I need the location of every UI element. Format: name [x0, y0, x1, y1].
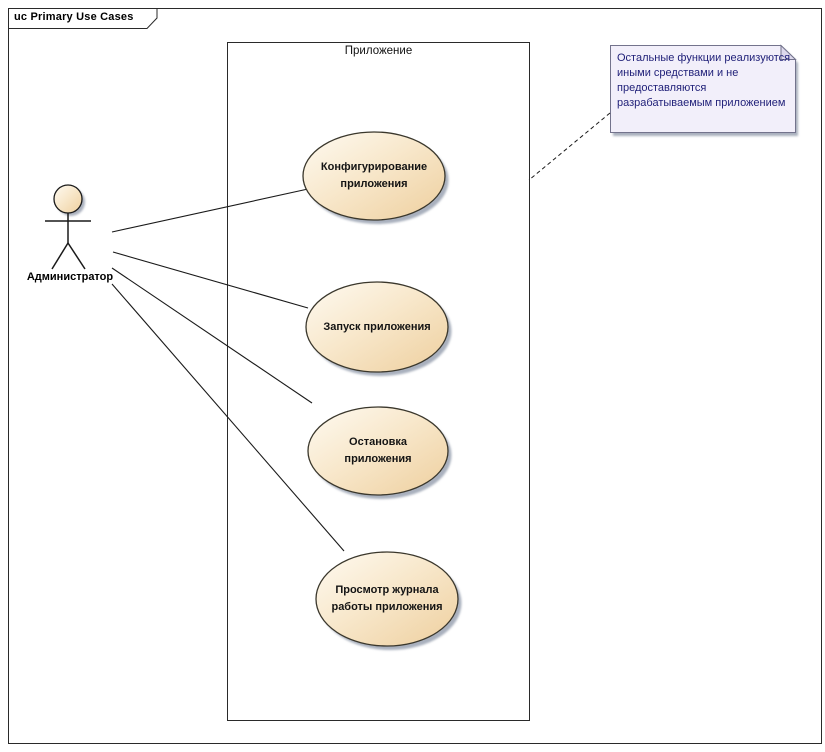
association-line-start[interactable] — [112, 251, 309, 309]
usecase-ellipse-stop-application[interactable] — [307, 406, 452, 499]
usecase-ellipse-view-application-log[interactable] — [315, 551, 462, 650]
note-line: иными средствами и не — [617, 67, 739, 79]
note-line: Остальные функции реализуются — [617, 52, 791, 64]
actor-head — [53, 184, 83, 214]
frame-title: uc Primary Use Cases — [14, 11, 134, 23]
usecase-label-line: Конфигурирование — [320, 161, 428, 173]
frame-tab — [8, 8, 158, 29]
usecase-label-line: Остановка — [349, 436, 407, 448]
association-line-configure[interactable] — [111, 188, 309, 233]
usecase-label-view-application-log: Просмотр журнала работы приложения — [317, 582, 457, 616]
usecase-label-line: приложения — [340, 178, 408, 190]
note-text: Остальные функции реализуются иными сред… — [617, 51, 791, 111]
usecase-label-line: Запуск приложения — [323, 321, 431, 333]
note-line: разрабатываемым приложением — [617, 97, 786, 109]
note-link-dashed-line[interactable] — [528, 112, 611, 181]
usecase-label-start-application: Запуск приложения — [307, 319, 447, 336]
note-line: предоставляются — [617, 82, 707, 94]
actor-right-leg — [67, 242, 86, 270]
usecase-label-stop-application: Остановка приложения — [308, 434, 448, 468]
association-line-stop[interactable] — [111, 267, 313, 404]
usecase-label-line: Просмотр журнала — [335, 584, 439, 596]
actor-label: Администратор — [26, 271, 114, 283]
actor-left-leg — [51, 242, 69, 270]
note-fold-corner — [780, 44, 797, 60]
association-line-log[interactable] — [111, 283, 345, 552]
usecase-ellipse-configure-application[interactable] — [302, 131, 449, 224]
usecase-label-line: работы приложения — [331, 601, 443, 613]
system-boundary-label: Приложение — [344, 45, 413, 57]
note-shape[interactable] — [610, 44, 797, 133]
actor-administrator[interactable] — [45, 184, 91, 270]
usecase-ellipse-start-application[interactable] — [305, 281, 452, 376]
usecase-label-line: приложения — [344, 453, 412, 465]
usecase-label-configure-application: Конфигурирование приложения — [304, 159, 444, 193]
